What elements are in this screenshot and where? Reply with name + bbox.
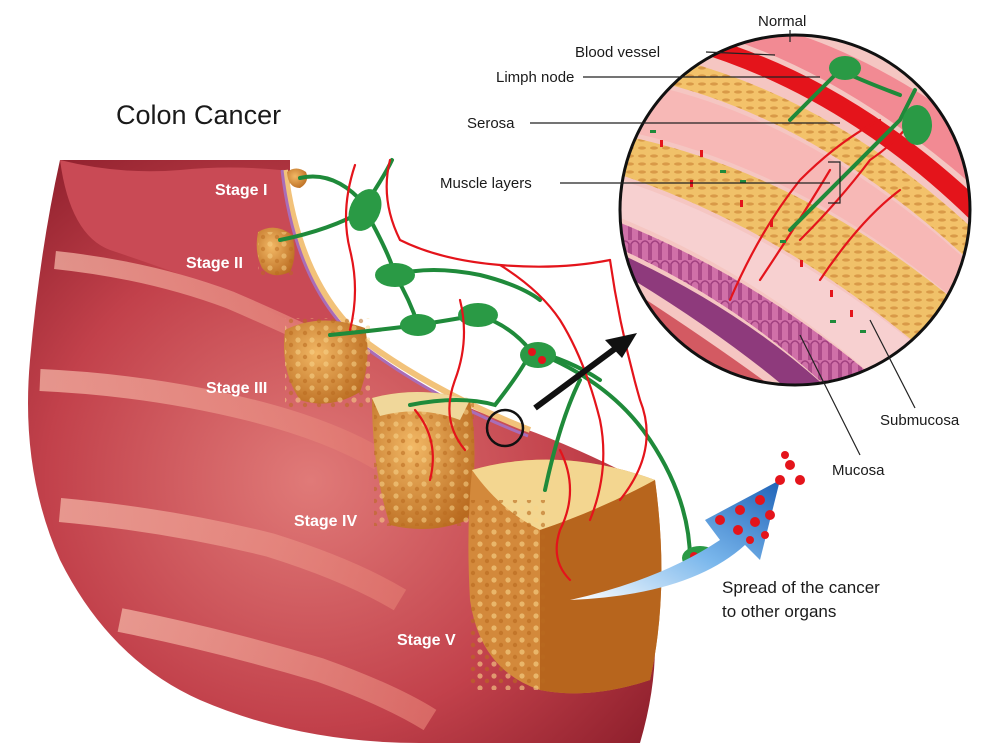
lymph-network bbox=[278, 158, 718, 570]
lymph-node-label: Limph node bbox=[496, 69, 574, 86]
leader-lines bbox=[530, 30, 916, 456]
submucosa-label: Submucosa bbox=[880, 412, 960, 429]
blood-vessel-network bbox=[344, 158, 648, 582]
muscle-layers-label: Muscle layers bbox=[440, 175, 532, 192]
zoom-marker-circle bbox=[485, 408, 525, 448]
spread-text-line-1: Spread of the cancer bbox=[722, 578, 880, 597]
page-title: Colon Cancer bbox=[116, 100, 281, 130]
blood-vessel-label: Blood vessel bbox=[575, 44, 660, 61]
tumor-stage-5 bbox=[468, 459, 662, 694]
tumor-stage-1 bbox=[287, 168, 308, 188]
spread-arrow bbox=[570, 451, 805, 600]
stage-5-label: Stage V bbox=[397, 632, 456, 649]
zoom-arrow bbox=[533, 333, 637, 411]
stage-1-label: Stage I bbox=[215, 182, 267, 199]
tumor-stage-4 bbox=[372, 391, 475, 529]
tumor-stage-3 bbox=[284, 318, 370, 408]
tumor-stage-2 bbox=[256, 227, 295, 276]
mucosa-label: Mucosa bbox=[832, 462, 885, 479]
inset-header-label: Normal bbox=[758, 13, 806, 30]
stage-2-label: Stage II bbox=[186, 255, 243, 272]
stage-4-label: Stage IV bbox=[294, 513, 357, 530]
serosa-label: Serosa bbox=[467, 115, 515, 132]
spread-text-line-2: to other organs bbox=[722, 602, 836, 621]
magnified-inset bbox=[618, 33, 972, 387]
stage-3-label: Stage III bbox=[206, 380, 267, 397]
